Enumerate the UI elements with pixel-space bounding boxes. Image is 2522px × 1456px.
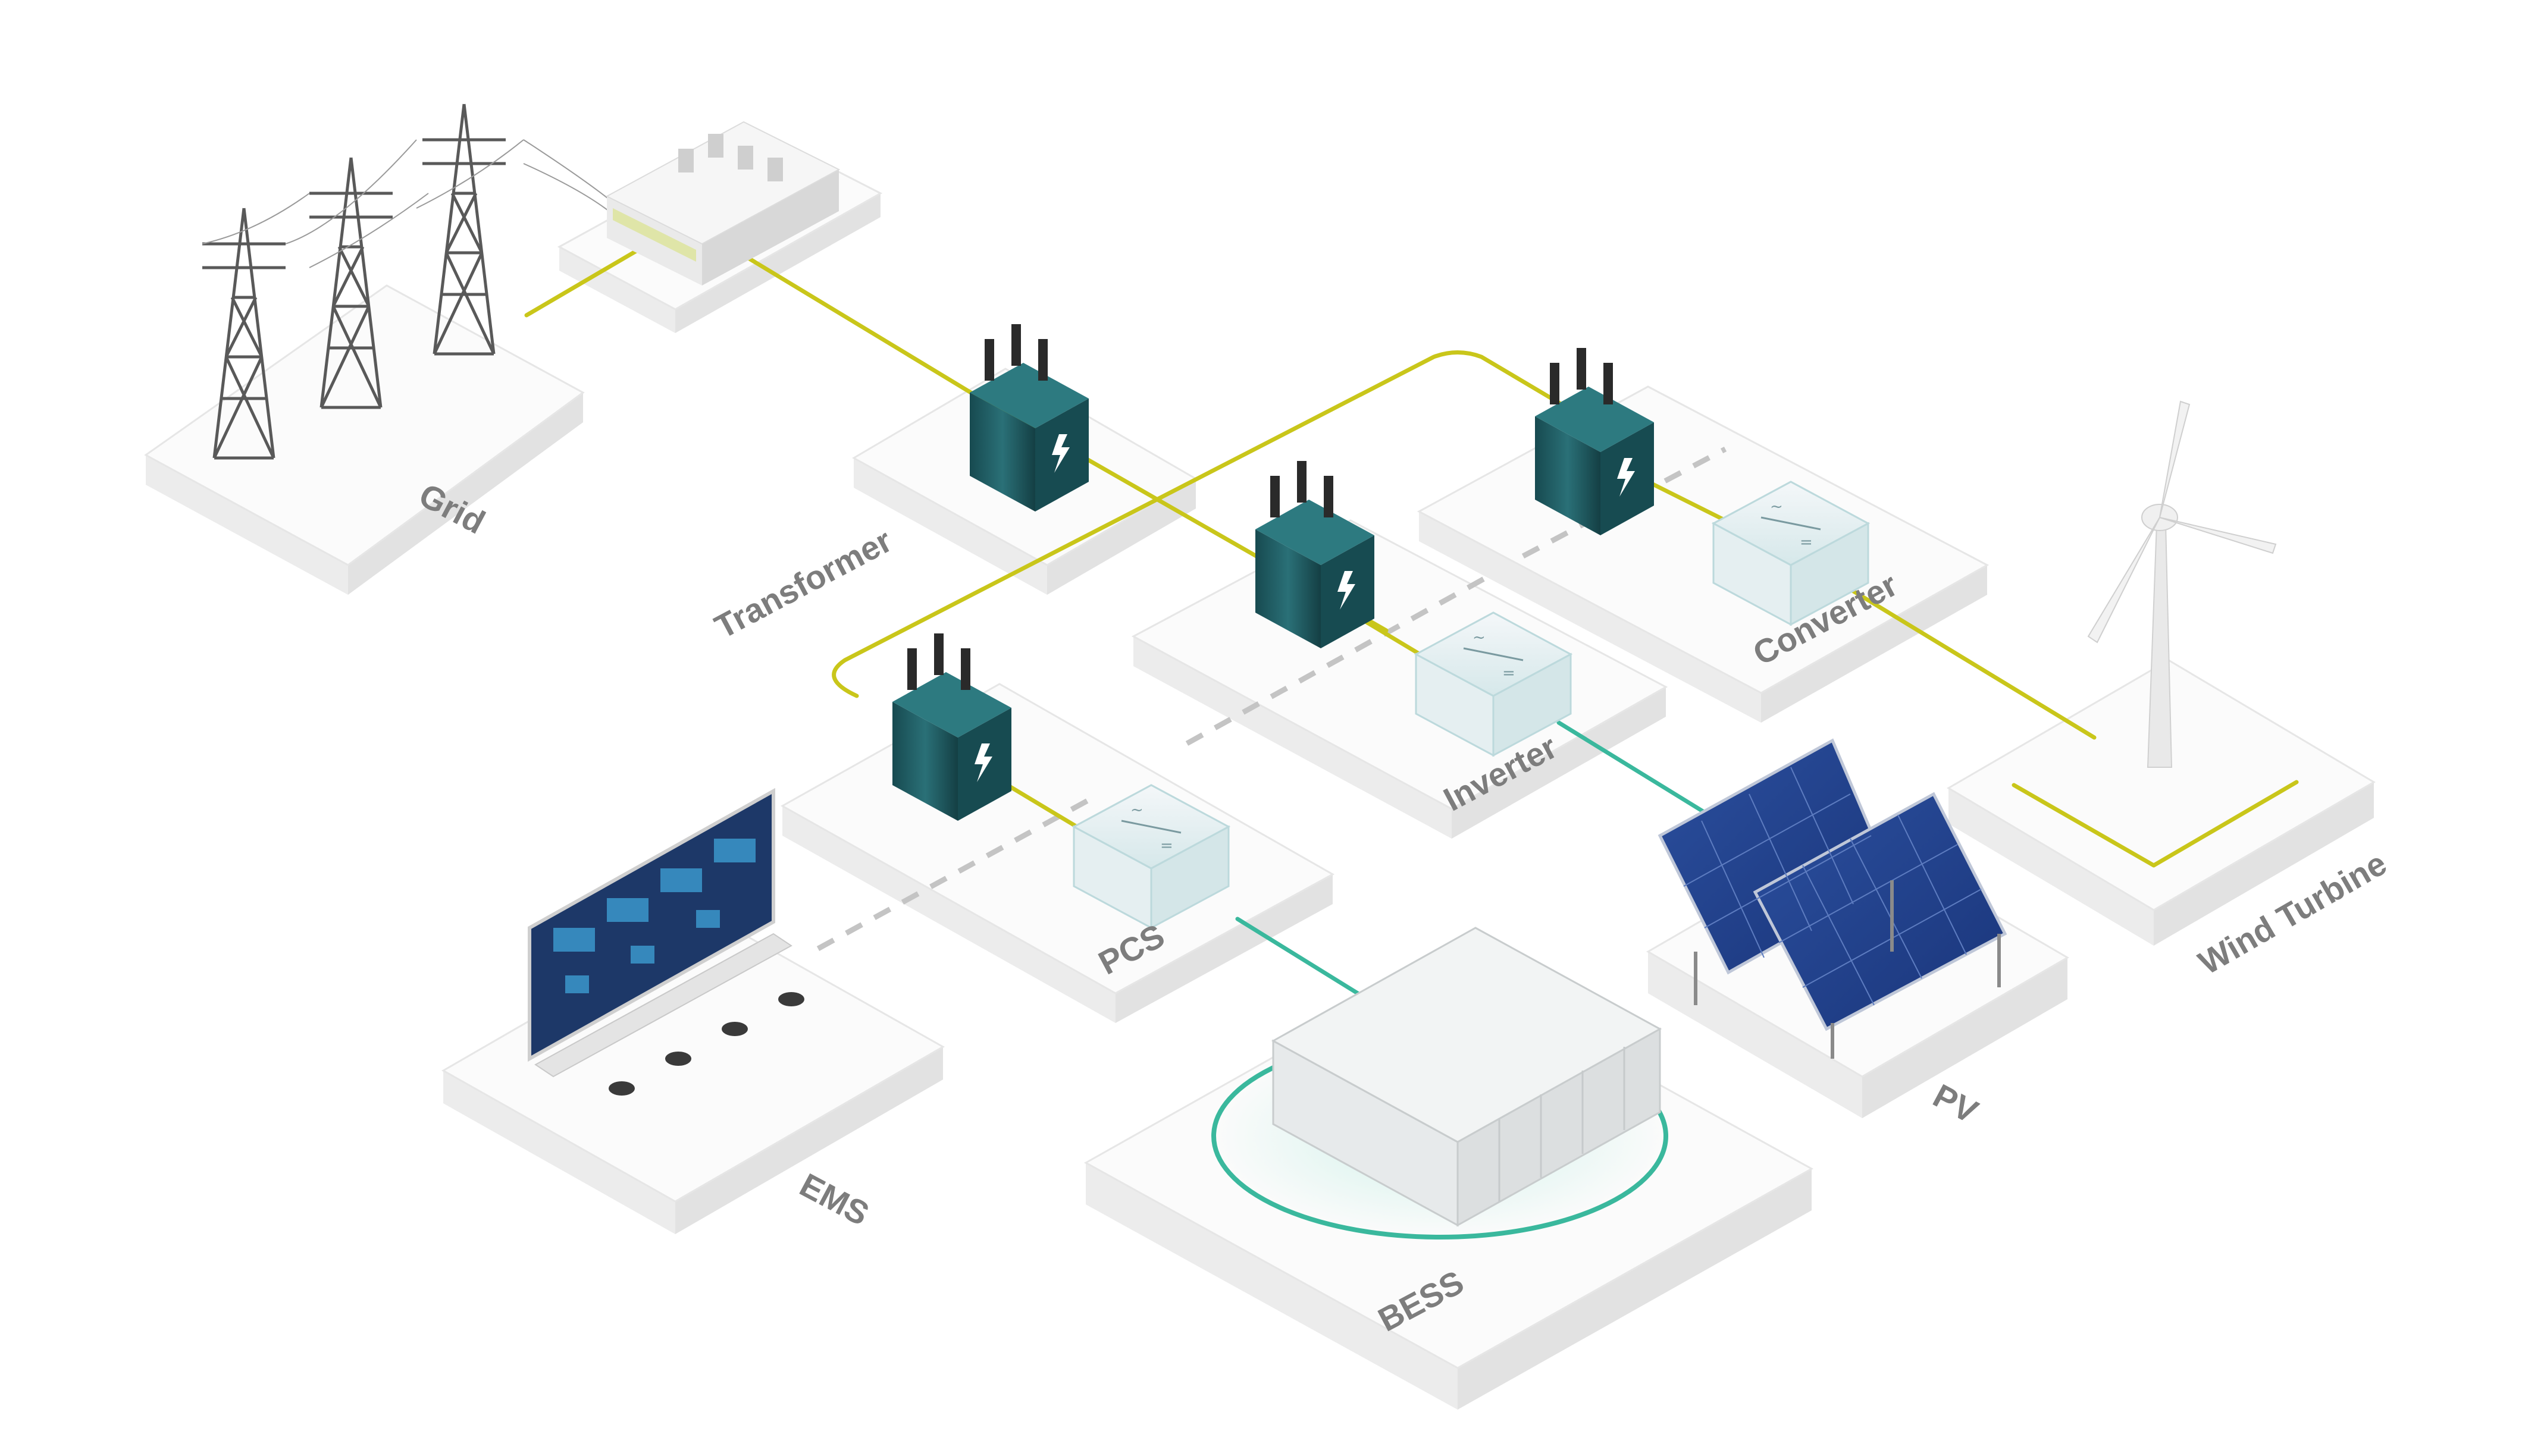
pcs-unit: ~ = [1072, 784, 1231, 930]
bess-container [1211, 927, 1668, 1240]
lightning-bolt-icon [1052, 434, 1070, 473]
svg-text:=: = [1502, 664, 1515, 682]
svg-text:~: ~ [1130, 801, 1143, 819]
transmission-tower-icon [422, 103, 506, 356]
label-transformer: Transformer [709, 522, 898, 646]
pv-array [1658, 738, 2007, 1059]
svg-text:~: ~ [1473, 629, 1486, 647]
lightning-bolt-icon [1337, 571, 1355, 610]
platform-wind [1947, 659, 2376, 946]
substation-building [605, 121, 841, 285]
svg-text:=: = [1160, 837, 1173, 855]
label-ems: EMS [794, 1166, 875, 1233]
svg-text:=: = [1800, 534, 1813, 551]
wind-turbine [2087, 400, 2277, 768]
transformer-unit [1255, 461, 1374, 648]
transmission-tower-icon [309, 157, 393, 409]
dc-cables [1235, 720, 1716, 999]
chair-icon [609, 992, 804, 1096]
transformer-unit [1535, 348, 1654, 535]
platform-ems [441, 915, 945, 1234]
converter-unit: ~ = [1711, 481, 1871, 626]
transformer-unit [892, 633, 1011, 821]
transformer-unit [970, 324, 1089, 512]
ac-dc-symbol-icon: ~ = [1121, 801, 1182, 855]
platform-grid [144, 284, 585, 595]
lightning-bolt-icon [1617, 458, 1635, 497]
ems-control-room [528, 787, 804, 1096]
transmission-tower-icon [202, 208, 286, 460]
svg-text:~: ~ [1770, 498, 1783, 516]
comm-links [816, 447, 1727, 951]
inverter-unit: ~ = [1414, 611, 1573, 757]
ac-dc-symbol-icon: ~ = [1463, 629, 1524, 682]
lightning-bolt-icon [975, 743, 992, 782]
grid-towers [202, 103, 613, 460]
platform-pcs [780, 683, 1335, 1023]
label-pv: PV [1927, 1077, 1984, 1131]
ac-dc-symbol-icon: ~ = [1760, 498, 1821, 551]
